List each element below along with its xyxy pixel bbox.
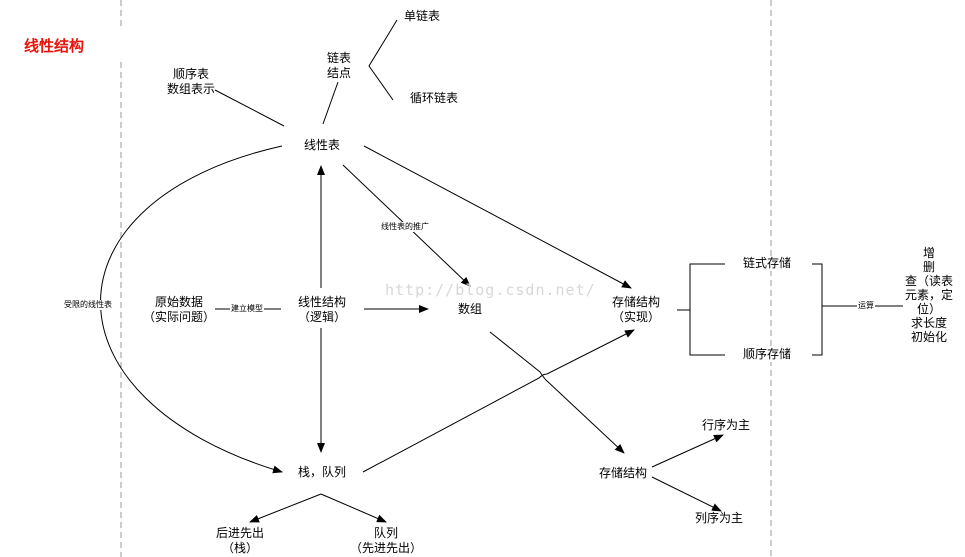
edge-label-restricted: 受限的线性表	[63, 300, 113, 310]
edge-chain-branch	[368, 19, 398, 101]
edge-stack-to-storage	[362, 329, 635, 473]
edge-stack-to-lifo	[249, 493, 322, 523]
node-raw-data: 原始数据（实际问题）	[142, 295, 216, 324]
node-sequential-list: 顺序表数组表示	[166, 67, 216, 96]
edge-array-to-storage	[489, 331, 625, 454]
node-row-major: 行序为主	[701, 418, 751, 432]
node-column-major: 列序为主	[694, 511, 744, 525]
edge-label-operation: 运算	[857, 301, 875, 311]
edge-label-generalization: 线性表的推广	[380, 222, 430, 232]
node-singly-linked: 单链表	[403, 9, 441, 23]
node-chain-node: 链表结点	[326, 51, 352, 80]
node-lifo: 后进先出（栈）	[215, 526, 265, 555]
node-sequential-storage: 顺序存储	[741, 347, 793, 362]
edge-storage-to-row	[651, 434, 724, 468]
node-linked-storage: 链式存储	[741, 256, 793, 271]
node-linear-structure: 线性结构（逻辑）	[296, 295, 348, 325]
edge-list-to-chain	[322, 81, 339, 125]
node-circular-linked: 循环链表	[409, 91, 459, 105]
edge-label-build-model: 建立模型	[230, 304, 264, 314]
node-storage-structure: 存储结构	[597, 466, 649, 481]
bracket-right	[812, 263, 823, 356]
page-title: 线性结构	[24, 37, 85, 55]
node-linear-list: 线性表	[302, 138, 342, 153]
node-queue-fifo: 队列（先进先出）	[349, 526, 423, 555]
edge-list-to-sequential	[214, 89, 285, 127]
watermark: http://blog.csdn.net/	[385, 281, 596, 299]
node-stack-queue: 栈，队列	[296, 465, 348, 480]
node-array: 数组	[456, 302, 484, 317]
node-operations: 增删查（读表元素，定位）求长度初始化	[904, 246, 954, 344]
edge-list-to-storage	[363, 145, 632, 289]
edge-stack-to-queue	[320, 493, 387, 523]
edge-storage-to-col	[651, 476, 722, 512]
node-storage-structure-impl: 存储结构（实现）	[610, 295, 662, 325]
bracket-left	[689, 263, 725, 356]
